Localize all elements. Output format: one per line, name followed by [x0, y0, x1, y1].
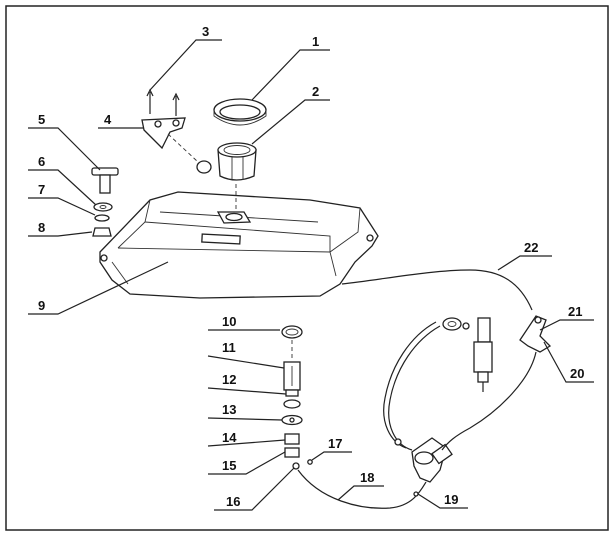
callout-3: 3: [202, 24, 209, 39]
callout-16: 16: [226, 494, 240, 509]
callout-13: 13: [222, 402, 236, 417]
callout-2: 2: [312, 84, 319, 99]
callout-15: 15: [222, 458, 236, 473]
callout-7: 7: [38, 182, 45, 197]
fuel-valve-stack: [281, 325, 313, 470]
callout-14: 14: [222, 430, 237, 445]
cap-and-washers: [91, 167, 119, 237]
callout-5: 5: [38, 112, 45, 127]
callout-11: 11: [222, 340, 236, 355]
filler-neck: [217, 142, 257, 212]
callout-6: 6: [38, 154, 45, 169]
callout-22: 22: [524, 240, 538, 255]
callout-20: 20: [570, 366, 584, 381]
fuel-injector: [473, 317, 493, 392]
callout-8: 8: [38, 220, 45, 235]
callout-17: 17: [328, 436, 342, 451]
hoses: [297, 269, 537, 509]
callout-1: 1: [312, 34, 319, 49]
callout-9: 9: [38, 298, 45, 313]
fuel-tank: [99, 191, 379, 299]
callout-4: 4: [104, 112, 112, 127]
callout-21: 21: [568, 304, 582, 319]
callout-labels: 1 2 3 4 5 6 7 8 9 10 11 12 13 14 15 16 1…: [38, 24, 584, 509]
tank-cap-ring: [213, 98, 267, 126]
hose-connector: [519, 315, 552, 353]
mount-bracket: [141, 88, 212, 174]
diagram-frame: [5, 5, 609, 531]
callout-18: 18: [360, 470, 374, 485]
callout-10: 10: [222, 314, 236, 329]
callout-12: 12: [222, 372, 236, 387]
callout-19: 19: [444, 492, 458, 507]
fuel-pump: [411, 437, 453, 483]
leader-lines: [28, 39, 594, 511]
